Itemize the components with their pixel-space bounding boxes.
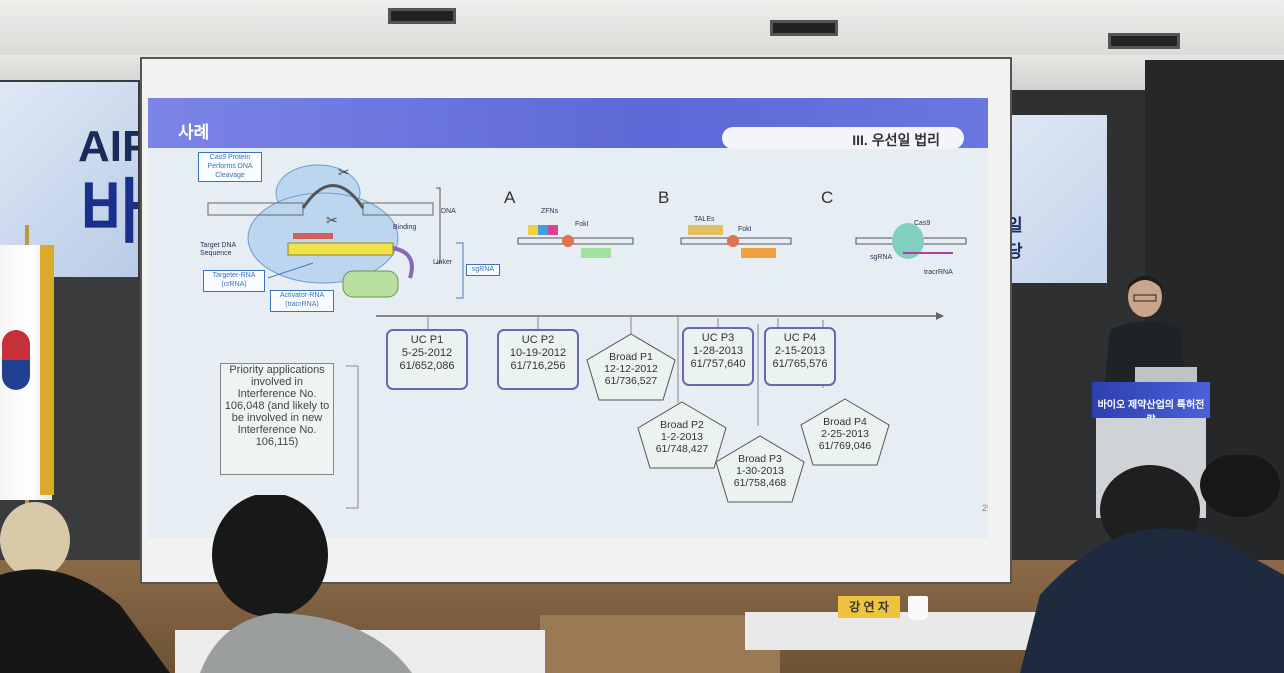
flag-fringe [40, 245, 54, 495]
cas9-label: Cas9 Protein Performs DNA Cleavage [198, 152, 262, 182]
section-label: III. 우선일 법리 [852, 127, 964, 150]
zfns-label: ZFNs [541, 208, 558, 216]
cas9-small-label: Cas9 [914, 220, 930, 228]
ceiling [0, 0, 1284, 60]
activator-rna-label: Activator-RNA (tracrRNA) [270, 290, 334, 312]
svg-text:61/736,527: 61/736,527 [605, 375, 658, 387]
activator-rna [343, 271, 398, 297]
ceiling-light [388, 8, 456, 24]
targeter-rna-label: Targeter-RNA (crRNA) [203, 270, 265, 292]
laptop [1135, 367, 1197, 383]
sgrna-small-label: sgRNA [870, 254, 892, 262]
svg-text:1-2-2013: 1-2-2013 [661, 431, 703, 443]
svg-text:✂: ✂ [326, 212, 338, 228]
panel-a-dna [518, 238, 633, 244]
uc-p3-box: UC P3 1-28-2013 61/757,640 [682, 327, 754, 386]
tracrrna-label: tracrRNA [924, 269, 953, 277]
uc-p2-box: UC P2 10-19-2012 61/716,256 [497, 329, 579, 390]
svg-text:✂: ✂ [338, 164, 350, 180]
ceiling-light [1108, 33, 1180, 49]
targeter-rna [288, 243, 393, 255]
binding-label: Binding [393, 224, 416, 232]
uc-p4-box: UC P4 2-15-2013 61/765,576 [764, 327, 836, 386]
broad-p4-pentagon: Broad P4 2-25-2013 61/769,046 [799, 397, 891, 467]
slide-page-number: 29 [982, 503, 988, 513]
tales-label: TALEs [694, 216, 715, 224]
foki-label: FokI [575, 221, 589, 229]
linker-label: Linker [433, 259, 452, 267]
banner-text: AIP [78, 122, 138, 172]
dna-label: DNA [441, 208, 456, 216]
paper-cup [908, 596, 928, 620]
panel-label-a: A [504, 188, 515, 208]
priority-note: Priority applications involved in Interf… [220, 363, 334, 475]
foki-label: FokI [738, 226, 752, 234]
svg-text:Broad P3: Broad P3 [738, 453, 782, 465]
svg-text:61/748,427: 61/748,427 [656, 443, 709, 455]
nameplate: 강 연 자 [838, 596, 900, 618]
ceiling-light [770, 20, 838, 36]
svg-text:1-30-2013: 1-30-2013 [736, 465, 784, 477]
taeguk-symbol [2, 330, 30, 390]
uc-p1-box: UC P1 5-25-2012 61/652,086 [386, 329, 468, 390]
svg-text:12-12-2012: 12-12-2012 [604, 363, 658, 375]
banner-text: 바 [80, 177, 138, 247]
panel-label-c: C [821, 188, 833, 208]
broad-p1-pentagon: Broad P1 12-12-2012 61/736,527 [585, 332, 677, 402]
broad-p3-pentagon: Broad P3 1-30-2013 61/758,468 [714, 434, 806, 504]
timeline-arrow [936, 312, 944, 320]
event-banner-right: 일 당 [1005, 115, 1107, 283]
audience-member-left [0, 495, 180, 673]
slide-title: 사례 [178, 118, 209, 143]
audience-member-right [1010, 455, 1284, 673]
audience-member-center [180, 495, 420, 673]
svg-text:61/758,468: 61/758,468 [734, 477, 787, 489]
stage-step [540, 615, 780, 673]
target-dna [293, 233, 333, 239]
svg-text:Broad P2: Broad P2 [660, 419, 704, 431]
panel-label-b: B [658, 188, 669, 208]
sgrna-label: sgRNA [466, 264, 500, 276]
svg-text:Broad P1: Broad P1 [609, 351, 653, 363]
presentation-slide: 사례 III. 우선일 법리 ✂ ✂ Cas9 Protein Performs… [148, 98, 988, 538]
svg-text:Broad P4: Broad P4 [823, 416, 867, 428]
section-pill: III. 우선일 법리 [722, 127, 964, 149]
target-dna-label: Target DNA Sequence [200, 242, 260, 258]
linker [393, 248, 412, 278]
svg-text:2-25-2013: 2-25-2013 [821, 428, 869, 440]
svg-text:61/769,046: 61/769,046 [819, 440, 872, 452]
